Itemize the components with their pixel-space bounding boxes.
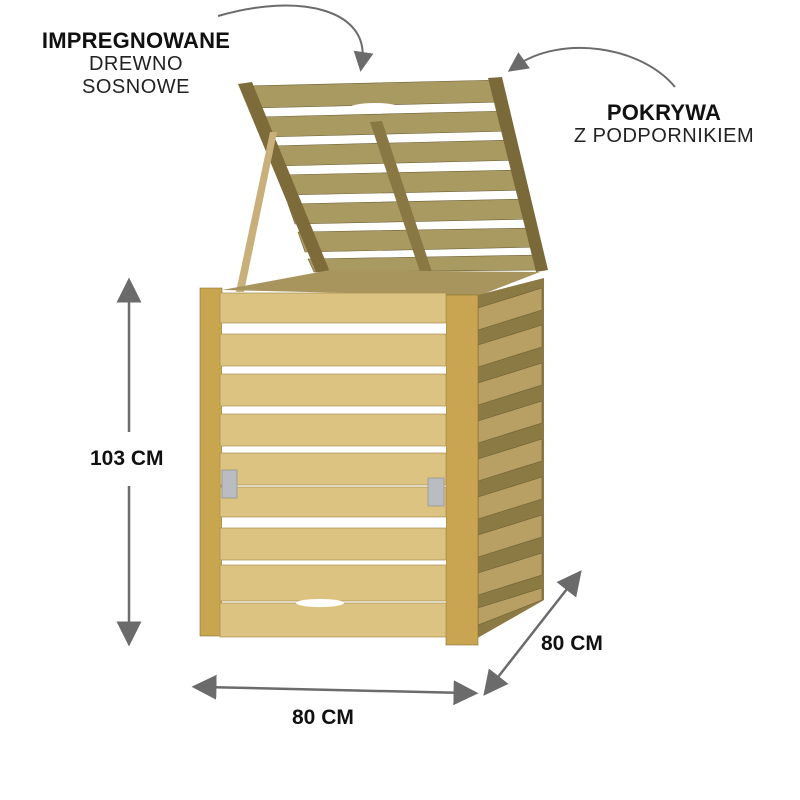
hinge-right-icon — [427, 477, 445, 507]
depth-arrow-icon — [483, 570, 582, 696]
material-title: IMPREGNOWANE — [41, 28, 231, 53]
lid-arrow-icon — [507, 47, 676, 88]
box — [199, 270, 544, 646]
lid-annotation: POKRYWA Z PODPORNIKIEM — [548, 100, 780, 148]
material-line3: SOSNOWE — [82, 76, 190, 99]
height-dimension-label: 103 CM — [90, 447, 164, 470]
depth-dimension-label: 80 CM — [541, 632, 603, 655]
lid-title: POKRYWA — [606, 100, 722, 125]
material-line2: DREWNO — [88, 53, 184, 76]
lid-subtitle: Z PODPORNIKIEM — [573, 125, 755, 148]
hinge-left-icon — [221, 469, 238, 499]
width-arrow-icon — [191, 674, 479, 706]
material-arrow-icon — [217, 4, 374, 72]
lid — [236, 76, 548, 292]
width-dimension-label: 80 CM — [292, 706, 354, 729]
material-annotation: IMPREGNOWANE DREWNO SOSNOWE — [24, 28, 248, 99]
